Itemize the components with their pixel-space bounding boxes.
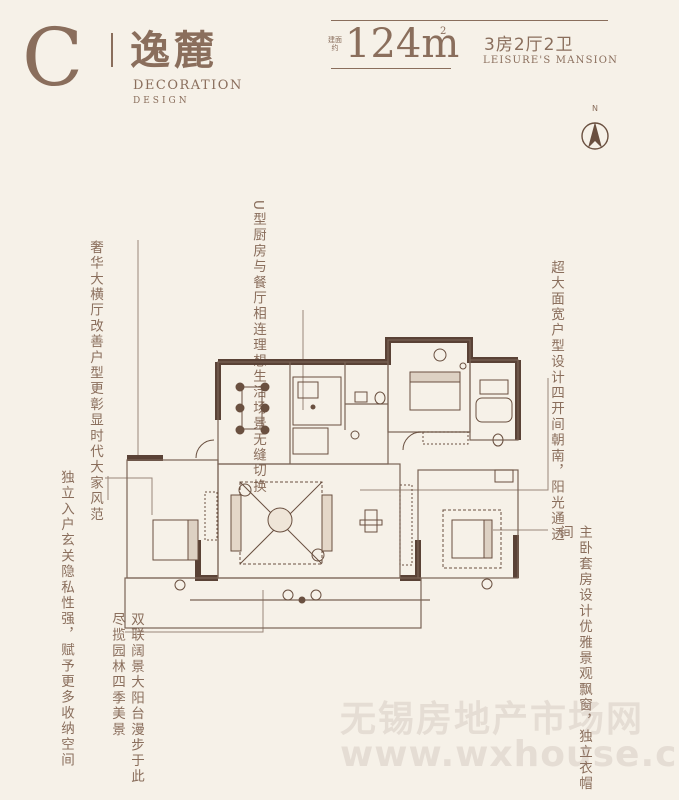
master-bedroom [399,469,514,590]
master-annotation-line2: 优雅景观飘窗，独立衣帽间 [557,525,592,792]
south-annotation-line1: 超大面宽户型设计 [548,260,564,386]
design-label: DESIGN [133,96,190,106]
north-label: N [592,104,598,113]
living-annotation-line2: 更彰显时代大家风范 [87,381,103,523]
entry-annotation-line2: 隐私性强，赋予更多收纳空间 [58,564,74,769]
kitchen-annotation-line2: 理想生活场景无缝切换 [250,337,266,495]
title-divider [111,33,113,67]
bathroom-fixtures [354,379,513,447]
bedroom-north [409,348,469,445]
unit-name: 逸麓 [130,28,218,74]
master-annotation: 主卧套房设计优雅景观飘窗，独立衣帽间 [555,525,593,800]
south-annotation: 超大面宽户型设计四开间朝南，阳光通透 [546,260,565,543]
balcony-furniture [282,589,322,604]
balcony-annotation-line1: 双联阔景大阳台 [128,612,144,722]
south-annotation-line2: 四开间朝南，阳光通透 [548,385,564,543]
inner-walls [124,339,519,629]
header-top-rule [331,20,608,21]
dining-table [235,382,270,435]
entry-annotation: 独立入户玄关隐私性强，赋予更多收纳空间 [56,470,75,768]
master-annotation-line1: 主卧套房设计 [576,525,592,620]
area-caption: 建面约 [328,36,342,52]
living-annotation: 奢华大横厅改善户型更彰显时代大家风范 [85,240,104,523]
kitchen-annotation-line1: U型厨房与餐厅相连 [250,200,266,338]
area-unit-superscript: 2 [440,26,447,37]
room-layout: 3房2厅2卫 [484,35,574,55]
watermark-title: 无锡房地产市场网 [340,699,645,740]
subtitle: LEISURE'S MANSION [483,55,619,66]
compass-icon [581,122,609,150]
kitchen-annotation: U型厨房与餐厅相连理想生活场景无缝切换 [248,200,267,495]
bedroom-west [152,491,218,591]
balcony-annotation: 双联阔景大阳台漫步于此尽揽园林四季美景 [107,612,145,800]
kitchen-counter [292,376,360,455]
entry-door [195,431,422,459]
header-bottom-rule [331,68,451,69]
unit-letter: C [22,11,84,104]
living-annotation-line1: 奢华大横厅改善户型 [87,240,103,382]
decoration-label: DECORATION [133,78,243,93]
area-value: 124m [345,21,460,67]
entry-annotation-line1: 独立入户玄关 [58,470,74,565]
living-room [230,481,383,565]
annotation-leaders [105,240,549,633]
watermark-url: www.wxhouse.com [340,734,679,775]
balcony-annotation-line2: 漫步于此尽揽园林四季美景 [109,612,144,785]
